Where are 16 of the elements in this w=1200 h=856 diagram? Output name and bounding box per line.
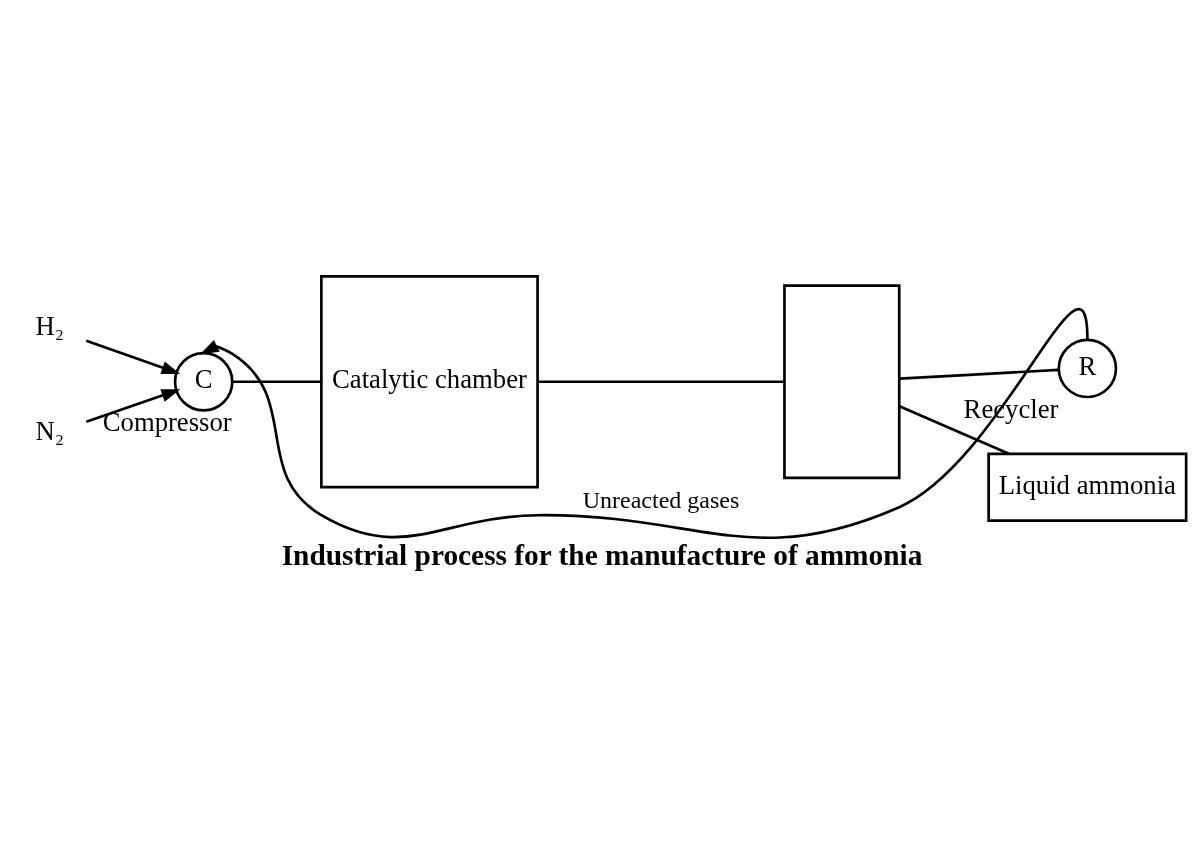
arrow — [200, 308, 1089, 539]
connector — [537, 379, 785, 383]
node-text: N₂ — [35, 415, 65, 446]
connector — [899, 368, 1059, 380]
caption: Industrial process for the manufacture of ammonia — [281, 538, 923, 571]
node-text: H₂ — [35, 310, 65, 341]
node-circle: C — [173, 351, 234, 412]
node-box: Liquid ammonia — [987, 452, 1188, 522]
connector — [232, 379, 321, 383]
node-circle: R — [1057, 338, 1118, 398]
edge-label: Unreacted gases — [582, 486, 740, 513]
arrow — [85, 388, 181, 423]
arrow — [85, 339, 181, 374]
node-box: Catalytic chamber — [320, 274, 539, 489]
connector — [898, 404, 1010, 455]
node-box — [783, 283, 901, 479]
